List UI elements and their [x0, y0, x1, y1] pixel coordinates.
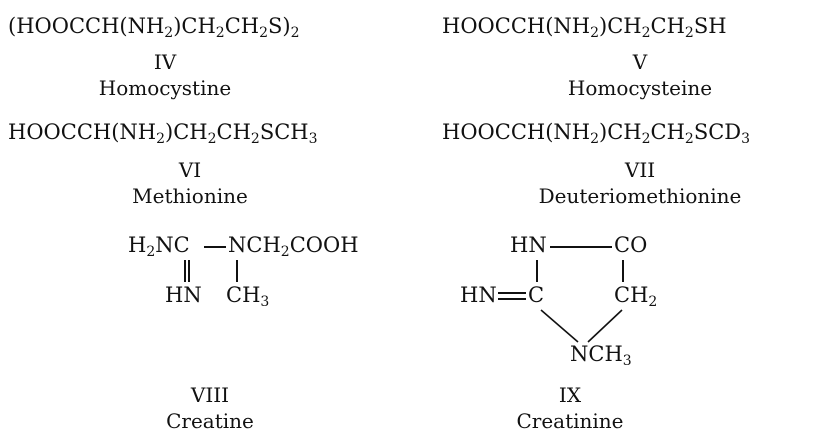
creatine-ch3: CH3	[226, 283, 270, 310]
creatinine-double-bond-a	[498, 292, 526, 294]
formula-deuteriomethionine: HOOCCH(NH2)CH2CH2SCD3	[442, 120, 751, 147]
creatine-h2nc: H2NC	[128, 233, 190, 260]
numeral-vii: VII	[624, 158, 656, 182]
creatinine-co: CO	[614, 233, 648, 257]
name-deuteriomethionine: Deuteriomethionine	[538, 184, 742, 208]
creatine-hn: HN	[165, 283, 202, 307]
creatinine-bond-hn-co	[550, 246, 612, 248]
name-methionine: Methionine	[132, 184, 248, 208]
creatinine-bond-hn-c	[536, 260, 538, 282]
creatinine-bond-co-ch2	[622, 260, 624, 282]
creatinine-hn-top: HN	[510, 233, 547, 257]
formula-methionine: HOOCCH(NH2)CH2CH2SCH3	[8, 120, 318, 147]
creatine-double-bond-a	[184, 260, 186, 282]
creatinine-ch2: CH2	[614, 283, 658, 310]
creatinine-hn-left: HN	[460, 283, 497, 307]
creatinine-c: C	[528, 283, 545, 307]
name-creatinine: Creatinine	[516, 409, 624, 433]
creatine-bond-n-ch3	[236, 260, 238, 282]
numeral-ix: IX	[558, 383, 582, 407]
name-creatine: Creatine	[166, 409, 254, 433]
creatinine-bond-c-n	[540, 309, 579, 343]
name-homocysteine: Homocysteine	[567, 76, 713, 100]
name-homocystine: Homocystine	[98, 76, 232, 100]
numeral-v: V	[632, 50, 648, 74]
numeral-viii: VIII	[190, 383, 230, 407]
creatine-double-bond-b	[188, 260, 190, 282]
formula-homocysteine: HOOCCH(NH2)CH2CH2SH	[442, 14, 727, 41]
creatinine-double-bond-b	[498, 298, 526, 300]
creatine-bond-c-n	[204, 246, 226, 248]
formula-homocystine: (HOOCCH(NH2)CH2CH2S)2	[8, 14, 300, 41]
numeral-vi: VI	[178, 158, 202, 182]
numeral-iv: IV	[153, 50, 177, 74]
creatinine-bond-ch2-n	[587, 309, 623, 343]
creatinine-nch3: NCH3	[570, 342, 632, 369]
creatine-nch2cooh: NCH2COOH	[228, 233, 359, 260]
